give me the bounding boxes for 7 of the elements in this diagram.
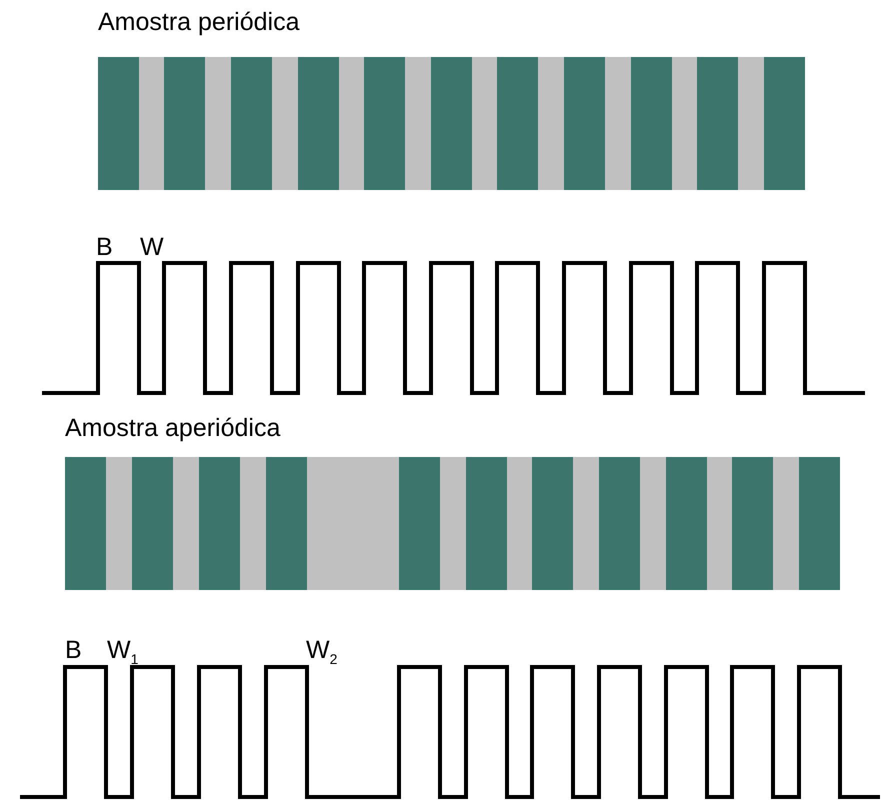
signal-label: W$_{1}$ — [107, 638, 138, 666]
signal-label: W$_{2}$ — [306, 638, 338, 666]
signal-label: W — [140, 235, 164, 260]
signal-label: B — [65, 638, 82, 663]
title-text: Amostra aperiódica — [65, 416, 280, 441]
title-text: Amostra periódica — [98, 10, 300, 35]
signal-label: B — [96, 235, 113, 260]
